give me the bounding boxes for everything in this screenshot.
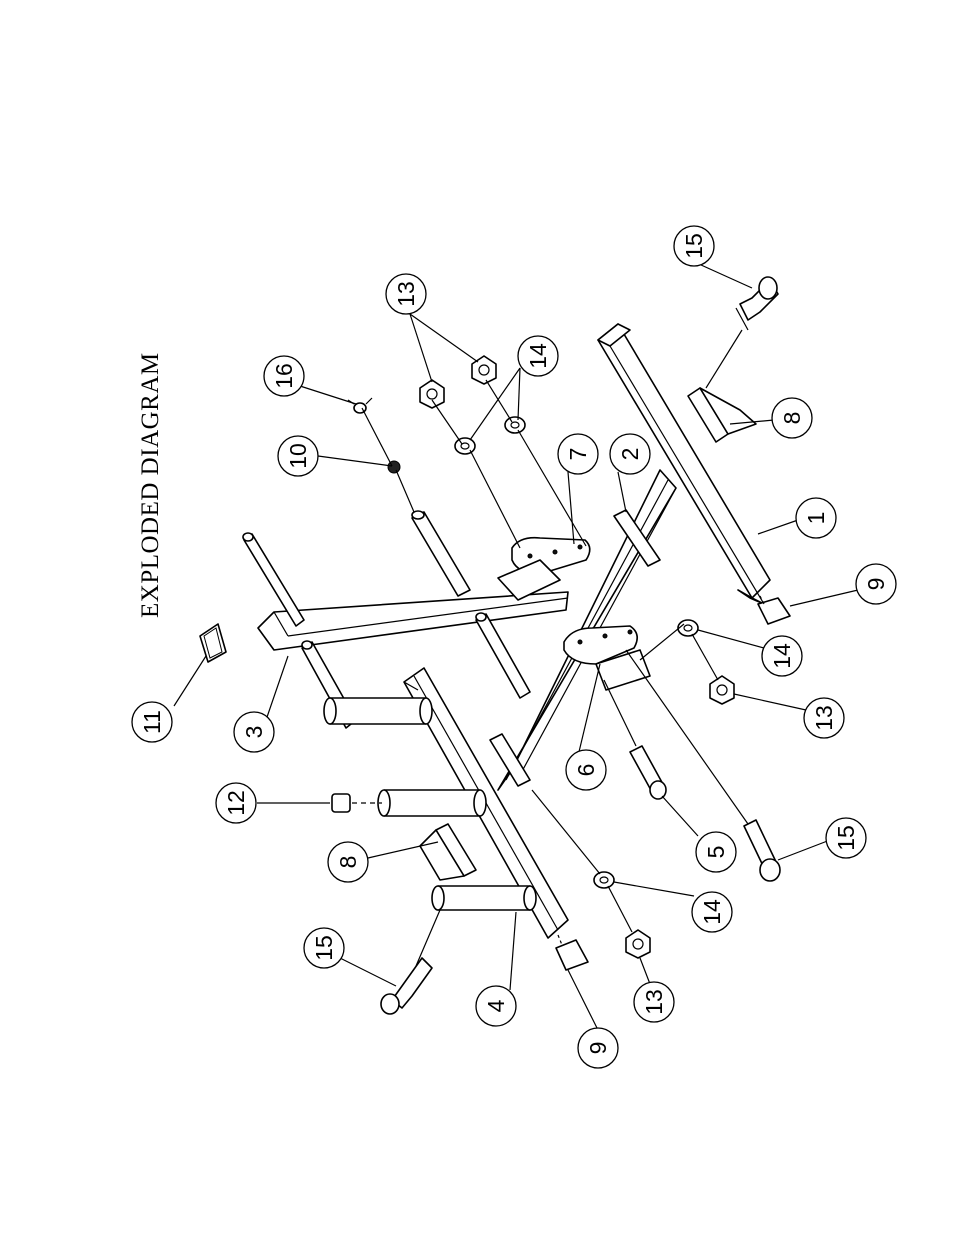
callout-5: 5 xyxy=(696,832,736,872)
part-15-bolt-top xyxy=(736,277,778,330)
callout-16: 16 xyxy=(264,356,304,396)
part-15-bolt-bottom xyxy=(744,820,780,881)
part-15-bolt-left xyxy=(381,958,432,1014)
svg-text:14: 14 xyxy=(699,899,725,925)
svg-text:11: 11 xyxy=(139,710,165,734)
svg-text:14: 14 xyxy=(525,343,551,369)
svg-text:6: 6 xyxy=(573,764,599,777)
callout-14-left: 14 xyxy=(692,892,732,932)
part-7-bracket xyxy=(498,538,590,600)
callout-8-left: 8 xyxy=(328,842,368,882)
svg-text:16: 16 xyxy=(271,363,297,389)
part-5-bolt xyxy=(630,746,666,799)
part-11-end-cap xyxy=(200,624,226,662)
svg-text:10: 10 xyxy=(285,443,311,469)
part-9-end-cap-right xyxy=(758,596,790,624)
callout-4: 4 xyxy=(476,986,516,1026)
part-16-clip xyxy=(348,398,372,413)
callout-1: 1 xyxy=(796,498,836,538)
callout-9-left: 9 xyxy=(578,1028,618,1068)
svg-text:4: 4 xyxy=(483,999,509,1012)
callout-3: 3 xyxy=(234,712,274,752)
callout-7: 7 xyxy=(558,434,598,474)
callout-2: 2 xyxy=(610,434,650,474)
svg-text:8: 8 xyxy=(779,412,805,425)
callout-14-right: 14 xyxy=(762,636,802,676)
svg-text:15: 15 xyxy=(681,233,707,259)
callout-12: 12 xyxy=(216,783,256,823)
part-8-plate-left xyxy=(420,824,476,880)
svg-text:5: 5 xyxy=(703,846,729,859)
callout-15-top: 15 xyxy=(674,226,714,266)
svg-text:9: 9 xyxy=(585,1042,611,1055)
svg-text:8: 8 xyxy=(335,856,361,869)
callout-15-left: 15 xyxy=(304,928,344,968)
svg-text:7: 7 xyxy=(565,448,591,461)
svg-text:2: 2 xyxy=(617,448,643,461)
part-12-cap xyxy=(332,794,382,812)
svg-text:13: 13 xyxy=(393,281,419,307)
callout-13-left: 13 xyxy=(634,982,674,1022)
svg-text:15: 15 xyxy=(311,935,337,961)
svg-text:12: 12 xyxy=(223,790,249,816)
svg-text:14: 14 xyxy=(769,643,795,669)
callout-8-right: 8 xyxy=(772,398,812,438)
callout-11: 11 xyxy=(132,702,172,742)
callout-13-right: 13 xyxy=(804,698,844,738)
part-6-bracket xyxy=(564,626,650,690)
svg-text:9: 9 xyxy=(863,578,889,591)
part-9-end-cap-left xyxy=(556,935,588,970)
assembly-lines xyxy=(362,330,748,966)
part-8-plate-right xyxy=(688,388,756,442)
callout-6: 6 xyxy=(566,750,606,790)
svg-text:13: 13 xyxy=(811,705,837,731)
diagram-title: EXPLODED DIAGRAM xyxy=(137,352,164,618)
svg-text:13: 13 xyxy=(641,989,667,1015)
callout-9-right: 9 xyxy=(856,564,896,604)
svg-text:15: 15 xyxy=(833,825,859,851)
svg-text:3: 3 xyxy=(241,726,267,739)
callout-13-top: 13 xyxy=(386,274,426,314)
callout-10: 10 xyxy=(278,436,318,476)
callout-15-bottom: 15 xyxy=(826,818,866,858)
callout-14-top: 14 xyxy=(518,336,558,376)
svg-text:1: 1 xyxy=(803,512,829,525)
part-4-plate xyxy=(490,734,530,786)
